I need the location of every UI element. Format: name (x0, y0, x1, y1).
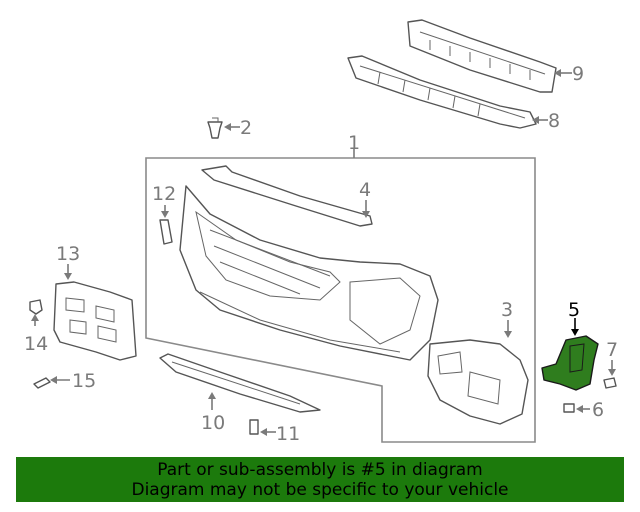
callout-10[interactable]: 10 (201, 412, 225, 434)
arrowhead-10 (208, 392, 216, 399)
part-8-energy-absorber[interactable] (347, 55, 537, 129)
callout-7[interactable]: 7 (606, 339, 618, 361)
callout-3[interactable]: 3 (501, 299, 513, 321)
arrowhead-15 (50, 376, 57, 384)
callout-12[interactable]: 12 (152, 183, 176, 205)
arrowhead-7 (608, 369, 616, 376)
banner-line-2: Diagram may not be specific to your vehi… (131, 479, 509, 500)
info-banner: Part or sub-assembly is #5 in diagram Di… (16, 457, 624, 502)
part-10-deflector[interactable] (159, 353, 321, 413)
arrowhead-5 (571, 329, 579, 336)
callout-1[interactable]: 1 (348, 132, 360, 154)
part-4-molding[interactable] (201, 165, 373, 227)
banner-line-1: Part or sub-assembly is #5 in diagram (157, 459, 483, 480)
callout-14[interactable]: 14 (24, 333, 48, 355)
callout-11[interactable]: 11 (276, 423, 300, 445)
callout-15[interactable]: 15 (72, 370, 96, 392)
part-6-nut[interactable] (563, 403, 575, 413)
callout-2[interactable]: 2 (240, 117, 252, 139)
part-1-frame (145, 157, 536, 443)
arrowhead-14 (31, 314, 39, 321)
arrowhead-13 (64, 273, 72, 280)
arrowhead-11 (260, 428, 267, 436)
part-9-energy-absorber[interactable] (407, 19, 557, 93)
arrowhead-2 (224, 123, 231, 131)
callout-6[interactable]: 6 (592, 399, 604, 421)
arrowhead-8 (532, 116, 539, 124)
arrowhead-3 (504, 331, 512, 338)
callout-5[interactable]: 5 (568, 299, 580, 321)
part-15-screw[interactable] (33, 377, 51, 389)
arrowhead-4 (362, 211, 370, 218)
callout-4[interactable]: 4 (359, 179, 371, 201)
arrowhead-6 (576, 405, 583, 413)
part-5-bracket-highlighted[interactable] (541, 335, 599, 391)
part-12-bracket[interactable] (159, 219, 173, 245)
callout-8[interactable]: 8 (548, 110, 560, 132)
part-2-push-pin[interactable] (207, 117, 223, 139)
part-14-clip[interactable] (29, 299, 43, 315)
arrowhead-12 (161, 211, 169, 218)
part-1-bumper-fascia[interactable] (179, 185, 439, 361)
part-11-bolt[interactable] (249, 419, 259, 435)
part-7-screw[interactable] (603, 377, 617, 389)
callout-13[interactable]: 13 (56, 243, 80, 265)
arrowhead-9 (554, 69, 561, 77)
callout-9[interactable]: 9 (572, 63, 584, 85)
part-13-license-bracket[interactable] (53, 281, 137, 361)
part-3-side-bracket[interactable] (427, 339, 529, 425)
